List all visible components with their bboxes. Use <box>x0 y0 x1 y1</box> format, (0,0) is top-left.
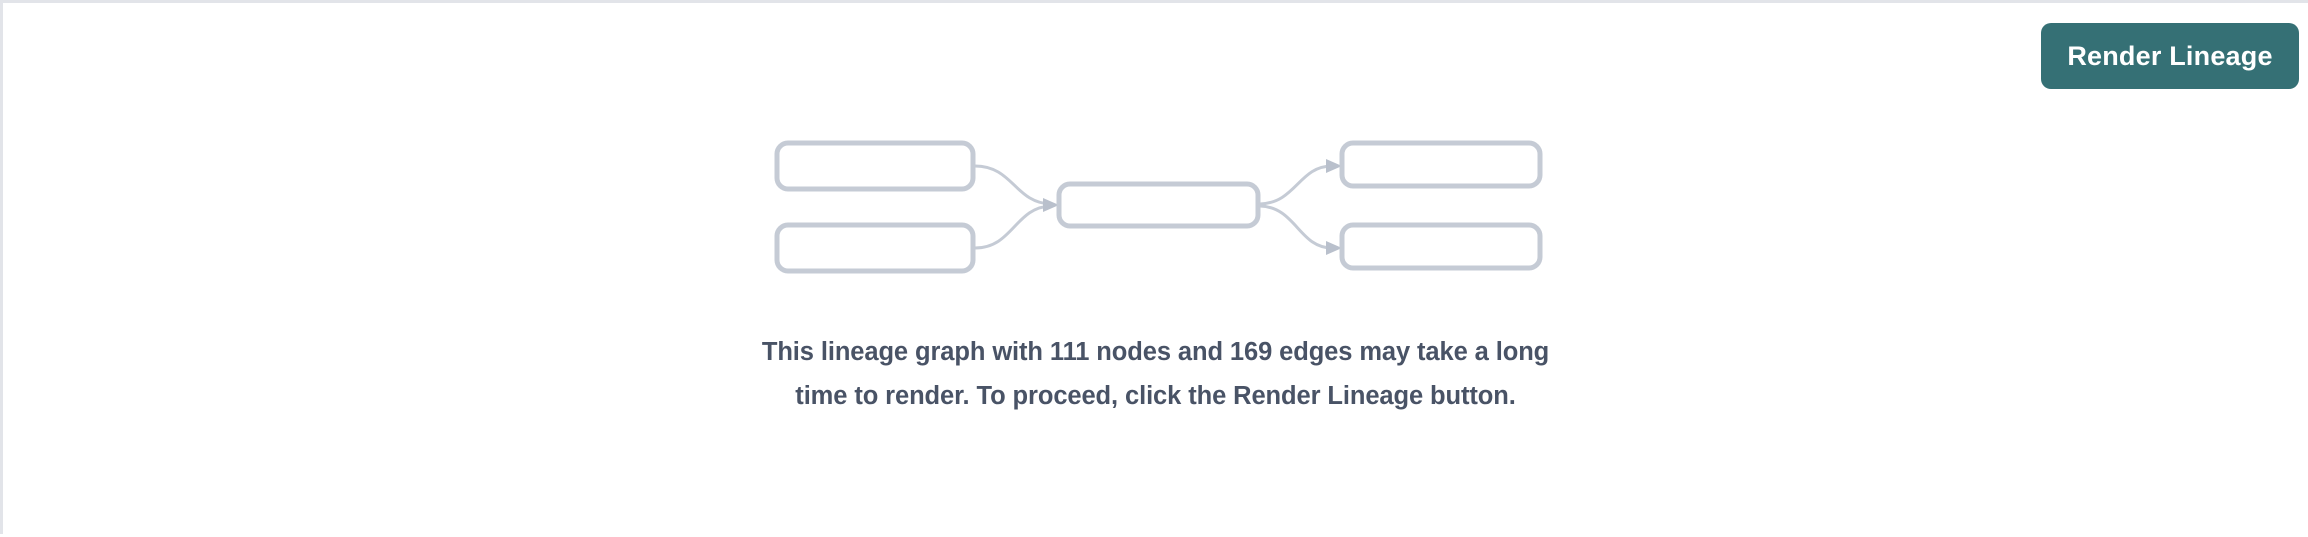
render-lineage-button[interactable]: Render Lineage <box>2041 23 2299 89</box>
graph-arrowhead-center <box>1043 198 1059 212</box>
graph-node-upstream-1 <box>774 140 976 192</box>
graph-arrowhead-downstream2 <box>1326 241 1342 255</box>
lineage-warning-message: This lineage graph with 111 nodes and 16… <box>761 338 1550 410</box>
graph-node-downstream-2 <box>1339 222 1543 271</box>
graph-edge-upstream1-center <box>974 164 1052 206</box>
graph-node-upstream-2 <box>774 222 976 274</box>
lineage-graph-preview-svg <box>774 140 1543 274</box>
graph-node-center <box>1056 181 1261 229</box>
graph-edge-upstream2-center <box>974 204 1052 250</box>
graph-edge-center-downstream1 <box>1259 164 1333 206</box>
graph-edge-center-downstream2 <box>1259 204 1333 250</box>
graph-arrowhead-downstream1 <box>1326 159 1342 173</box>
graph-node-downstream-1 <box>1339 140 1543 189</box>
lineage-graph-preview <box>3 3 2308 537</box>
